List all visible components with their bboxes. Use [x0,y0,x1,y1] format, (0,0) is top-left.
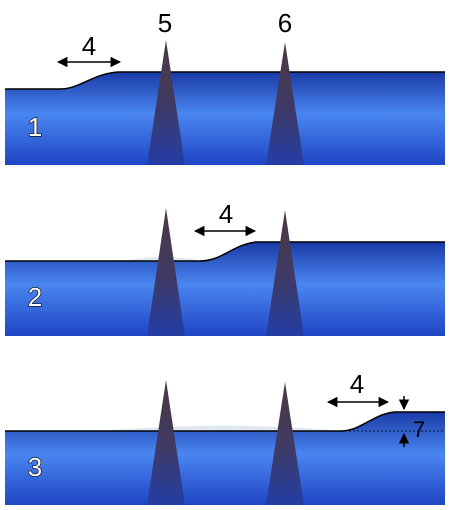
pole-6-label: 6 [278,8,292,38]
panel-number: 1 [28,112,42,142]
pole-6 [266,42,304,165]
panel-3: 4 7 3 [5,369,445,505]
water-surface-line [5,71,445,90]
water-surface-line [5,411,445,432]
pole-6 [266,382,304,505]
wave-length-label: 4 [82,31,96,61]
wave-length-label: 4 [219,199,233,229]
panel-number: 2 [28,282,42,312]
pole-5 [147,380,185,505]
height-label: 7 [413,417,425,442]
pole-6 [266,210,304,336]
water-body [5,242,445,336]
water-surface-line [5,241,445,262]
panel-1: 4 5 6 1 [5,8,445,165]
foam [100,425,330,431]
wave-length-label: 4 [350,369,364,399]
panel-2: 4 2 [5,199,445,336]
pole-5 [147,208,185,336]
pole-5-label: 5 [158,8,172,38]
pole-5 [147,40,185,165]
water-body [5,412,445,505]
panel-number: 3 [28,452,42,482]
water-body [5,72,445,165]
